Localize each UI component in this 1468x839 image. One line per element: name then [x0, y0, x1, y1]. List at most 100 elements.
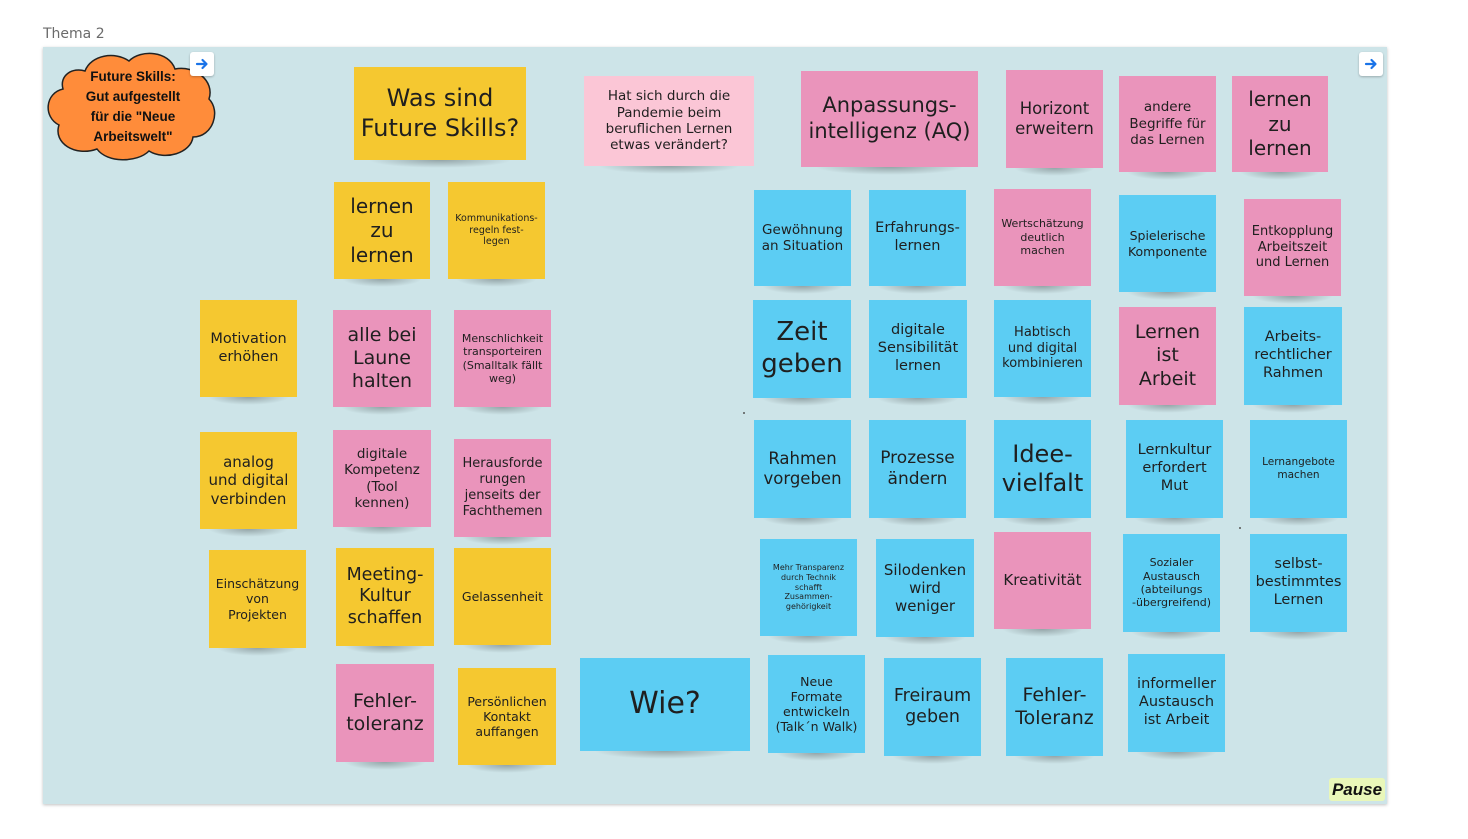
sticky-note[interactable]: Habtisch und digital kombinieren [994, 300, 1091, 405]
sticky-note-text: Kreativität [1003, 571, 1082, 590]
sticky-note[interactable]: lernen zu lernen [334, 182, 430, 287]
sticky-note-text: Meeting- Kultur schaffen [346, 564, 424, 628]
future-skills-cloud[interactable]: Future Skills: Gut aufgestellt für die "… [45, 49, 217, 161]
sticky-note[interactable]: Rahmen vorgeben [754, 420, 851, 526]
sticky-note-text: lernen zu lernen [1248, 87, 1312, 161]
sticky-note-text: Wertschätzung deutlich machen [1001, 217, 1084, 258]
sticky-note-text: analog und digital verbinden [208, 453, 289, 508]
sticky-note[interactable]: Anpassungs- intelligenz (AQ) [801, 71, 978, 175]
sticky-note[interactable]: Gewöhnung an Situation [754, 190, 851, 294]
sticky-note-text: Idee- vielfalt [1001, 439, 1084, 497]
sticky-note-text: Rahmen vorgeben [763, 448, 842, 488]
sticky-note[interactable]: Fehler- Toleranz [1006, 658, 1103, 764]
sticky-note[interactable]: Arbeits- rechtlicher Rahmen [1244, 307, 1342, 413]
sticky-note[interactable]: Kommunikations- regeln fest- legen [448, 182, 545, 287]
frame-nav-button-left[interactable] [190, 52, 214, 76]
sticky-note[interactable]: Gelassenheit [454, 548, 551, 653]
sticky-note-text: Motivation erhöhen [210, 330, 287, 365]
sticky-note[interactable]: andere Begriffe für das Lernen [1119, 76, 1216, 180]
whiteboard-frame[interactable]: Future Skills: Gut aufgestellt für die "… [43, 47, 1387, 804]
arrow-right-icon [1364, 58, 1377, 70]
sticky-note-text: Neue Formate entwickeln (Talk´n Walk) [775, 673, 858, 735]
cloud-shape [47, 52, 216, 161]
sticky-note[interactable]: Was sind Future Skills? [354, 67, 526, 168]
sticky-note-text: Sozialer Austausch (abteilungs -übergrei… [1132, 556, 1211, 610]
sticky-note-text: alle bei Laune halten [347, 323, 417, 393]
sticky-note[interactable]: Spielerische Komponente [1119, 195, 1216, 300]
sticky-note-text: Zeit geben [761, 317, 843, 379]
sticky-note[interactable]: Lernkultur erfordert Mut [1126, 420, 1223, 526]
sticky-note[interactable]: Motivation erhöhen [200, 300, 297, 405]
sticky-note-text: Herausforde rungen jenseits der Fachthem… [462, 456, 543, 519]
sticky-note[interactable]: Persönlichen Kontakt auffangen [458, 668, 556, 773]
stray-dot [1239, 527, 1241, 529]
sticky-note[interactable]: Idee- vielfalt [994, 420, 1091, 526]
sticky-note-text: Erfahrungs- lernen [875, 220, 960, 254]
sticky-note[interactable]: Zeit geben [753, 300, 851, 406]
sticky-note-text: Mehr Transparenz durch Technik schafft Z… [772, 563, 845, 612]
sticky-note[interactable]: analog und digital verbinden [200, 432, 297, 537]
sticky-note[interactable]: Neue Formate entwickeln (Talk´n Walk) [768, 655, 865, 761]
sticky-note[interactable]: alle bei Laune halten [333, 310, 431, 415]
sticky-note[interactable]: Mehr Transparenz durch Technik schafft Z… [760, 539, 857, 644]
frame-title[interactable]: Thema 2 [43, 26, 105, 42]
sticky-note[interactable]: Menschlichkeit transporteiren (Smalltalk… [454, 310, 551, 415]
sticky-note-text: Hat sich durch die Pandemie beim berufli… [605, 88, 733, 154]
sticky-note-text: Kommunikations- regeln fest- legen [455, 213, 538, 248]
sticky-note[interactable]: selbst- bestimmtes Lernen [1250, 534, 1347, 640]
sticky-note[interactable]: Herausforde rungen jenseits der Fachthem… [454, 439, 551, 545]
sticky-note[interactable]: Prozesse ändern [869, 420, 966, 526]
sticky-note[interactable]: Meeting- Kultur schaffen [336, 548, 434, 654]
sticky-note[interactable]: digitale Sensibilität lernen [869, 300, 967, 406]
frame-nav-button-right[interactable] [1359, 52, 1383, 76]
sticky-note[interactable]: lernen zu lernen [1232, 76, 1328, 180]
sticky-note-text: digitale Kompetenz (Tool kennen) [344, 445, 420, 511]
sticky-note-text: Lernen ist Arbeit [1134, 321, 1201, 390]
sticky-note[interactable]: Einschätzung von Projekten [209, 550, 306, 656]
sticky-note-text: Menschlichkeit transporteiren (Smalltalk… [461, 331, 544, 385]
sticky-note-text: Freiraum geben [893, 685, 972, 727]
sticky-note[interactable]: Fehler- toleranz [336, 664, 434, 770]
sticky-note-text: informeller Austausch ist Arbeit [1137, 676, 1216, 728]
sticky-note[interactable]: digitale Kompetenz (Tool kennen) [333, 430, 431, 535]
sticky-note-text: Gelassenheit [461, 588, 544, 604]
sticky-note-text: Fehler- Toleranz [1015, 683, 1094, 729]
cloud-text: Future Skills: Gut aufgestellt für die "… [85, 69, 181, 144]
sticky-note[interactable]: Wertschätzung deutlich machen [994, 189, 1091, 294]
sticky-note-text: andere Begriffe für das Lernen [1129, 99, 1206, 149]
sticky-note-text: Lernkultur erfordert Mut [1137, 442, 1212, 494]
sticky-note[interactable]: Kreativität [994, 532, 1091, 637]
sticky-note-text: Wie? [629, 686, 701, 722]
sticky-note-text: Horizont erweitern [1015, 98, 1094, 138]
sticky-note[interactable]: Sozialer Austausch (abteilungs -übergrei… [1123, 534, 1220, 640]
sticky-note[interactable]: Horizont erweitern [1006, 70, 1103, 176]
sticky-note-text: Was sind Future Skills? [360, 84, 520, 142]
sticky-note-text: Gewöhnung an Situation [761, 221, 844, 254]
sticky-note-text: Anpassungs- intelligenz (AQ) [808, 93, 971, 143]
sticky-note-text: Lernangebote machen [1262, 456, 1335, 481]
arrow-right-icon [195, 58, 208, 70]
sticky-note[interactable]: Lernen ist Arbeit [1119, 307, 1216, 413]
sticky-note-text: Fehler- toleranz [346, 689, 424, 735]
sticky-note[interactable]: Wie? [580, 658, 750, 759]
pause-badge[interactable]: Pause [1329, 778, 1385, 801]
sticky-note[interactable]: Entkopplung Arbeitszeit und Lernen [1244, 199, 1341, 304]
sticky-note-text: Prozesse ändern [880, 448, 955, 489]
sticky-note-text: Spielerische Komponente [1127, 228, 1208, 259]
sticky-note-text: Arbeits- rechtlicher Rahmen [1254, 329, 1332, 381]
sticky-note-text: Silodenken wird weniger [883, 560, 967, 616]
sticky-note[interactable]: Silodenken wird weniger [876, 539, 974, 645]
sticky-note-text: Habtisch und digital kombinieren [1002, 324, 1083, 372]
sticky-note[interactable]: Lernangebote machen [1250, 420, 1347, 526]
sticky-note-text: Einschätzung von Projekten [215, 576, 300, 622]
sticky-note-text: lernen zu lernen [350, 193, 414, 267]
sticky-note-text: digitale Sensibilität lernen [877, 322, 959, 374]
sticky-note-text: selbst- bestimmtes Lernen [1255, 556, 1342, 608]
sticky-note[interactable]: Freiraum geben [884, 658, 981, 764]
sticky-note-text: Entkopplung Arbeitszeit und Lernen [1251, 223, 1334, 271]
sticky-note-text: Persönlichen Kontakt auffangen [467, 693, 547, 740]
stray-dot [743, 412, 745, 414]
sticky-note[interactable]: Hat sich durch die Pandemie beim berufli… [584, 76, 754, 174]
sticky-note[interactable]: Erfahrungs- lernen [869, 190, 966, 294]
sticky-note[interactable]: informeller Austausch ist Arbeit [1128, 654, 1225, 760]
